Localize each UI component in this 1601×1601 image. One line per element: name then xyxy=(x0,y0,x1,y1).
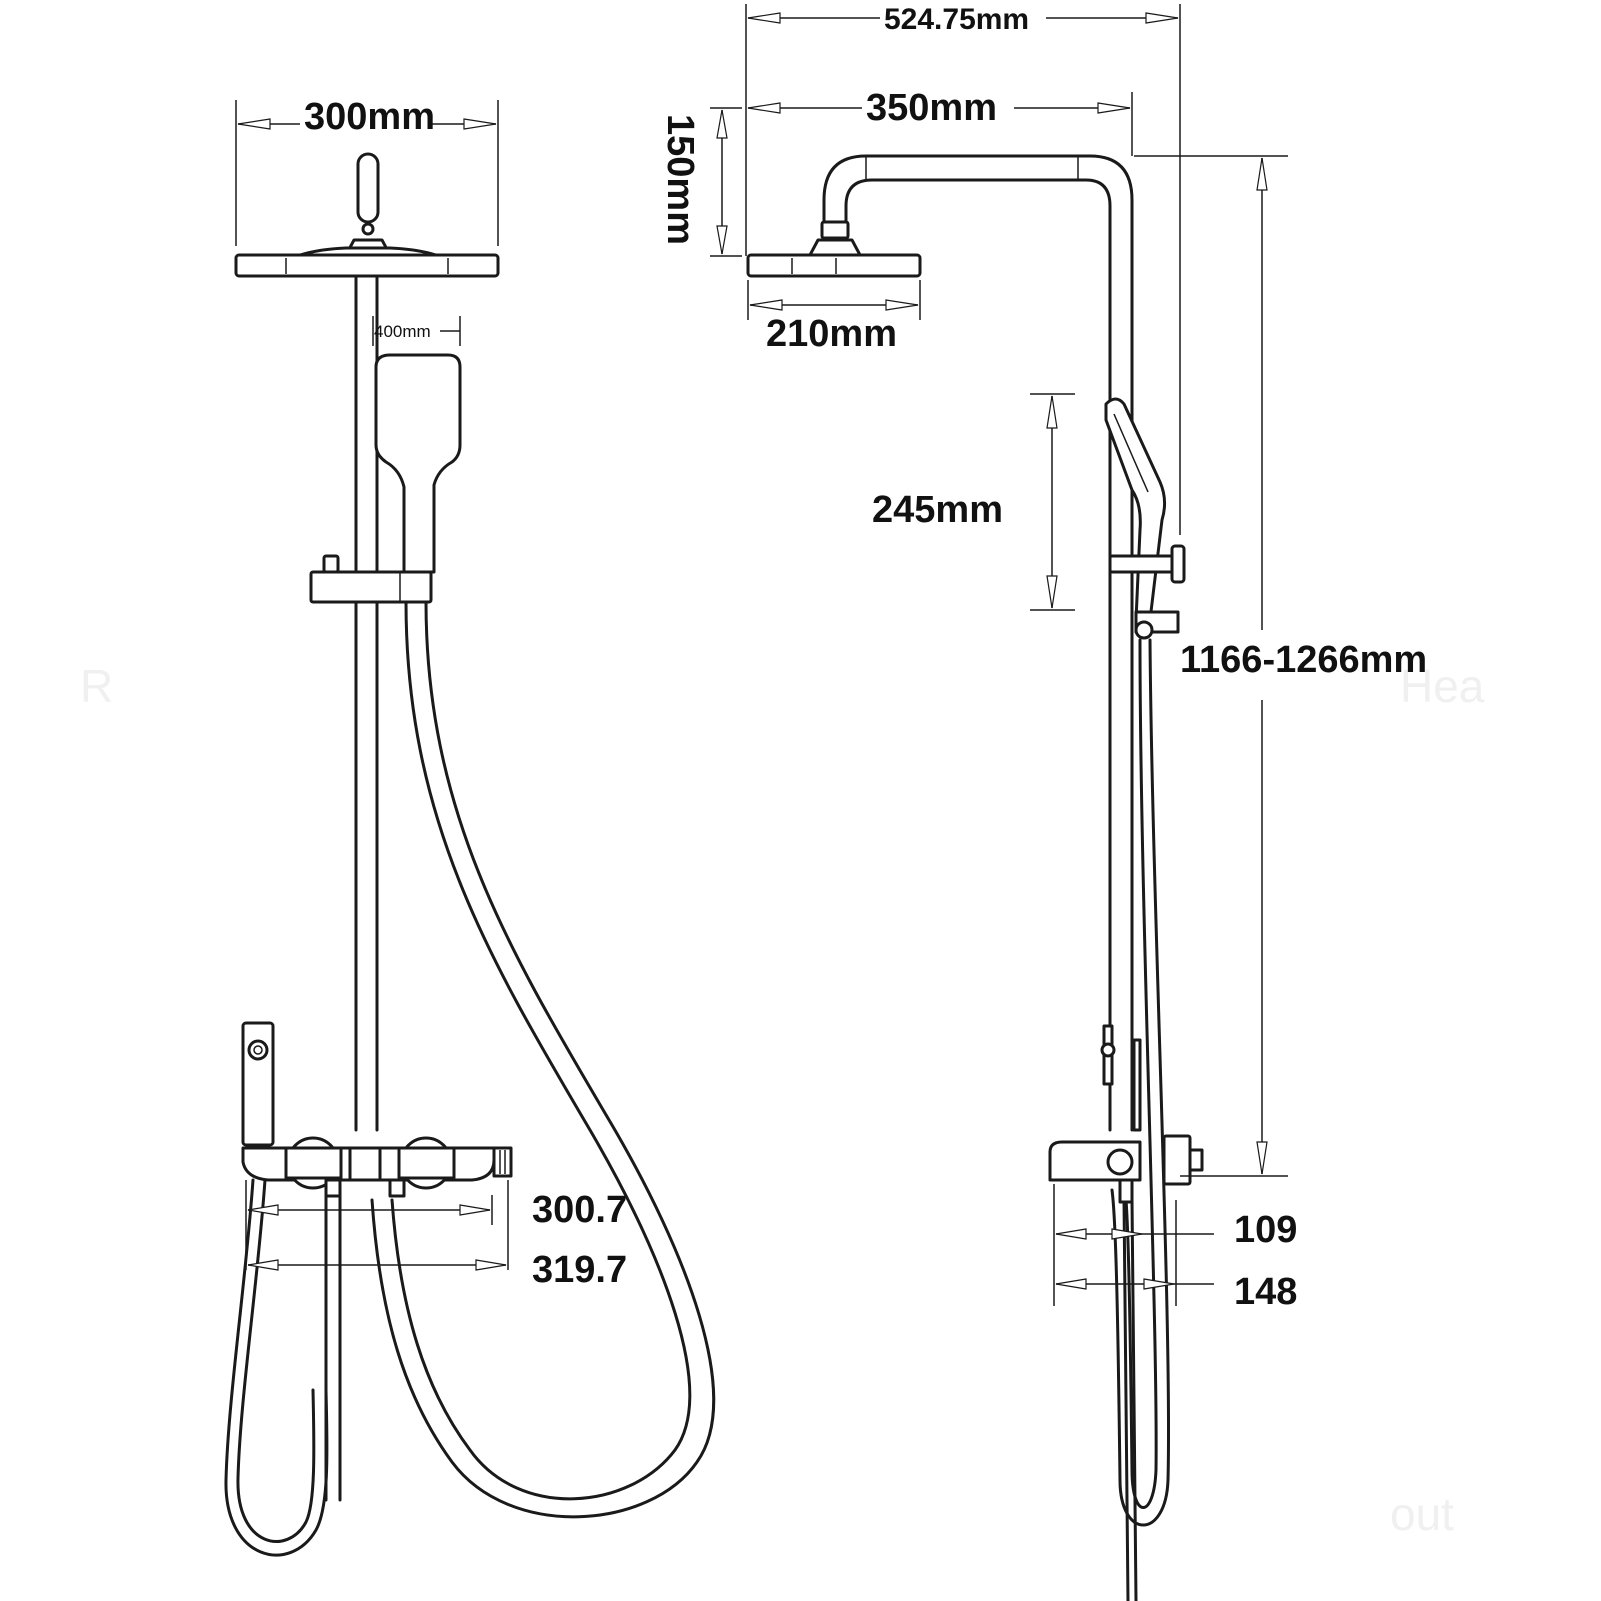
label-head-height: 150mm xyxy=(659,114,701,245)
dimension-head-width xyxy=(235,100,499,246)
watermark-bottom: out xyxy=(1390,1488,1454,1540)
label-inlet-spacing-1: 300.7 xyxy=(532,1189,627,1231)
label-column-height: 1166-1266mm xyxy=(1180,639,1427,681)
dimension-inlet-spacing xyxy=(245,1180,509,1271)
side-slide-bracket xyxy=(1108,544,1186,640)
dimension-head-height xyxy=(710,107,742,257)
front-supply-hose xyxy=(224,1178,329,1557)
side-mixer-body xyxy=(1048,1024,1204,1204)
dimension-total-reach xyxy=(745,4,1181,535)
label-total-reach: 524.75mm xyxy=(884,3,1029,36)
dimension-column-height xyxy=(1134,155,1288,1177)
watermark-left: R xyxy=(80,660,113,712)
dimension-arm-length xyxy=(747,92,1133,156)
side-overhead-arm xyxy=(822,154,1134,1132)
dimension-handset-offset xyxy=(372,316,461,346)
front-diverter-lever xyxy=(241,1021,275,1147)
front-slide-bracket xyxy=(309,554,433,604)
front-mixer-body xyxy=(241,1136,513,1190)
label-head-diameter: 210mm xyxy=(766,313,897,355)
side-view: 524.75mm 350mm 150mm xyxy=(659,3,1427,1601)
label-wall-offset-2: 148 xyxy=(1234,1271,1297,1313)
side-hand-shower xyxy=(1104,397,1167,622)
label-wall-offset-1: 109 xyxy=(1234,1209,1297,1251)
front-riser-column xyxy=(354,274,379,1132)
side-handset-hose xyxy=(1110,638,1171,1601)
label-handset-offset: 400mm xyxy=(374,322,431,341)
front-rain-shower-head xyxy=(234,253,500,278)
label-handset-length: 245mm xyxy=(872,489,1003,531)
dimension-head-diameter xyxy=(747,280,921,320)
watermark-right: Hea xyxy=(1400,660,1485,712)
front-handset-hose xyxy=(370,600,716,1519)
front-hand-shower xyxy=(374,353,462,574)
label-inlet-spacing-2: 319.7 xyxy=(532,1249,627,1291)
dimension-handset-length xyxy=(1030,393,1075,611)
front-head-connector xyxy=(298,152,438,257)
label-arm-length: 350mm xyxy=(866,87,997,129)
front-inlet-connectors xyxy=(324,1178,406,1502)
dimension-wall-offsets xyxy=(1053,1184,1214,1306)
side-rain-shower-head xyxy=(746,220,922,278)
label-head-width: 300mm xyxy=(304,96,435,138)
front-view: 300mm 400mm xyxy=(224,96,716,1557)
